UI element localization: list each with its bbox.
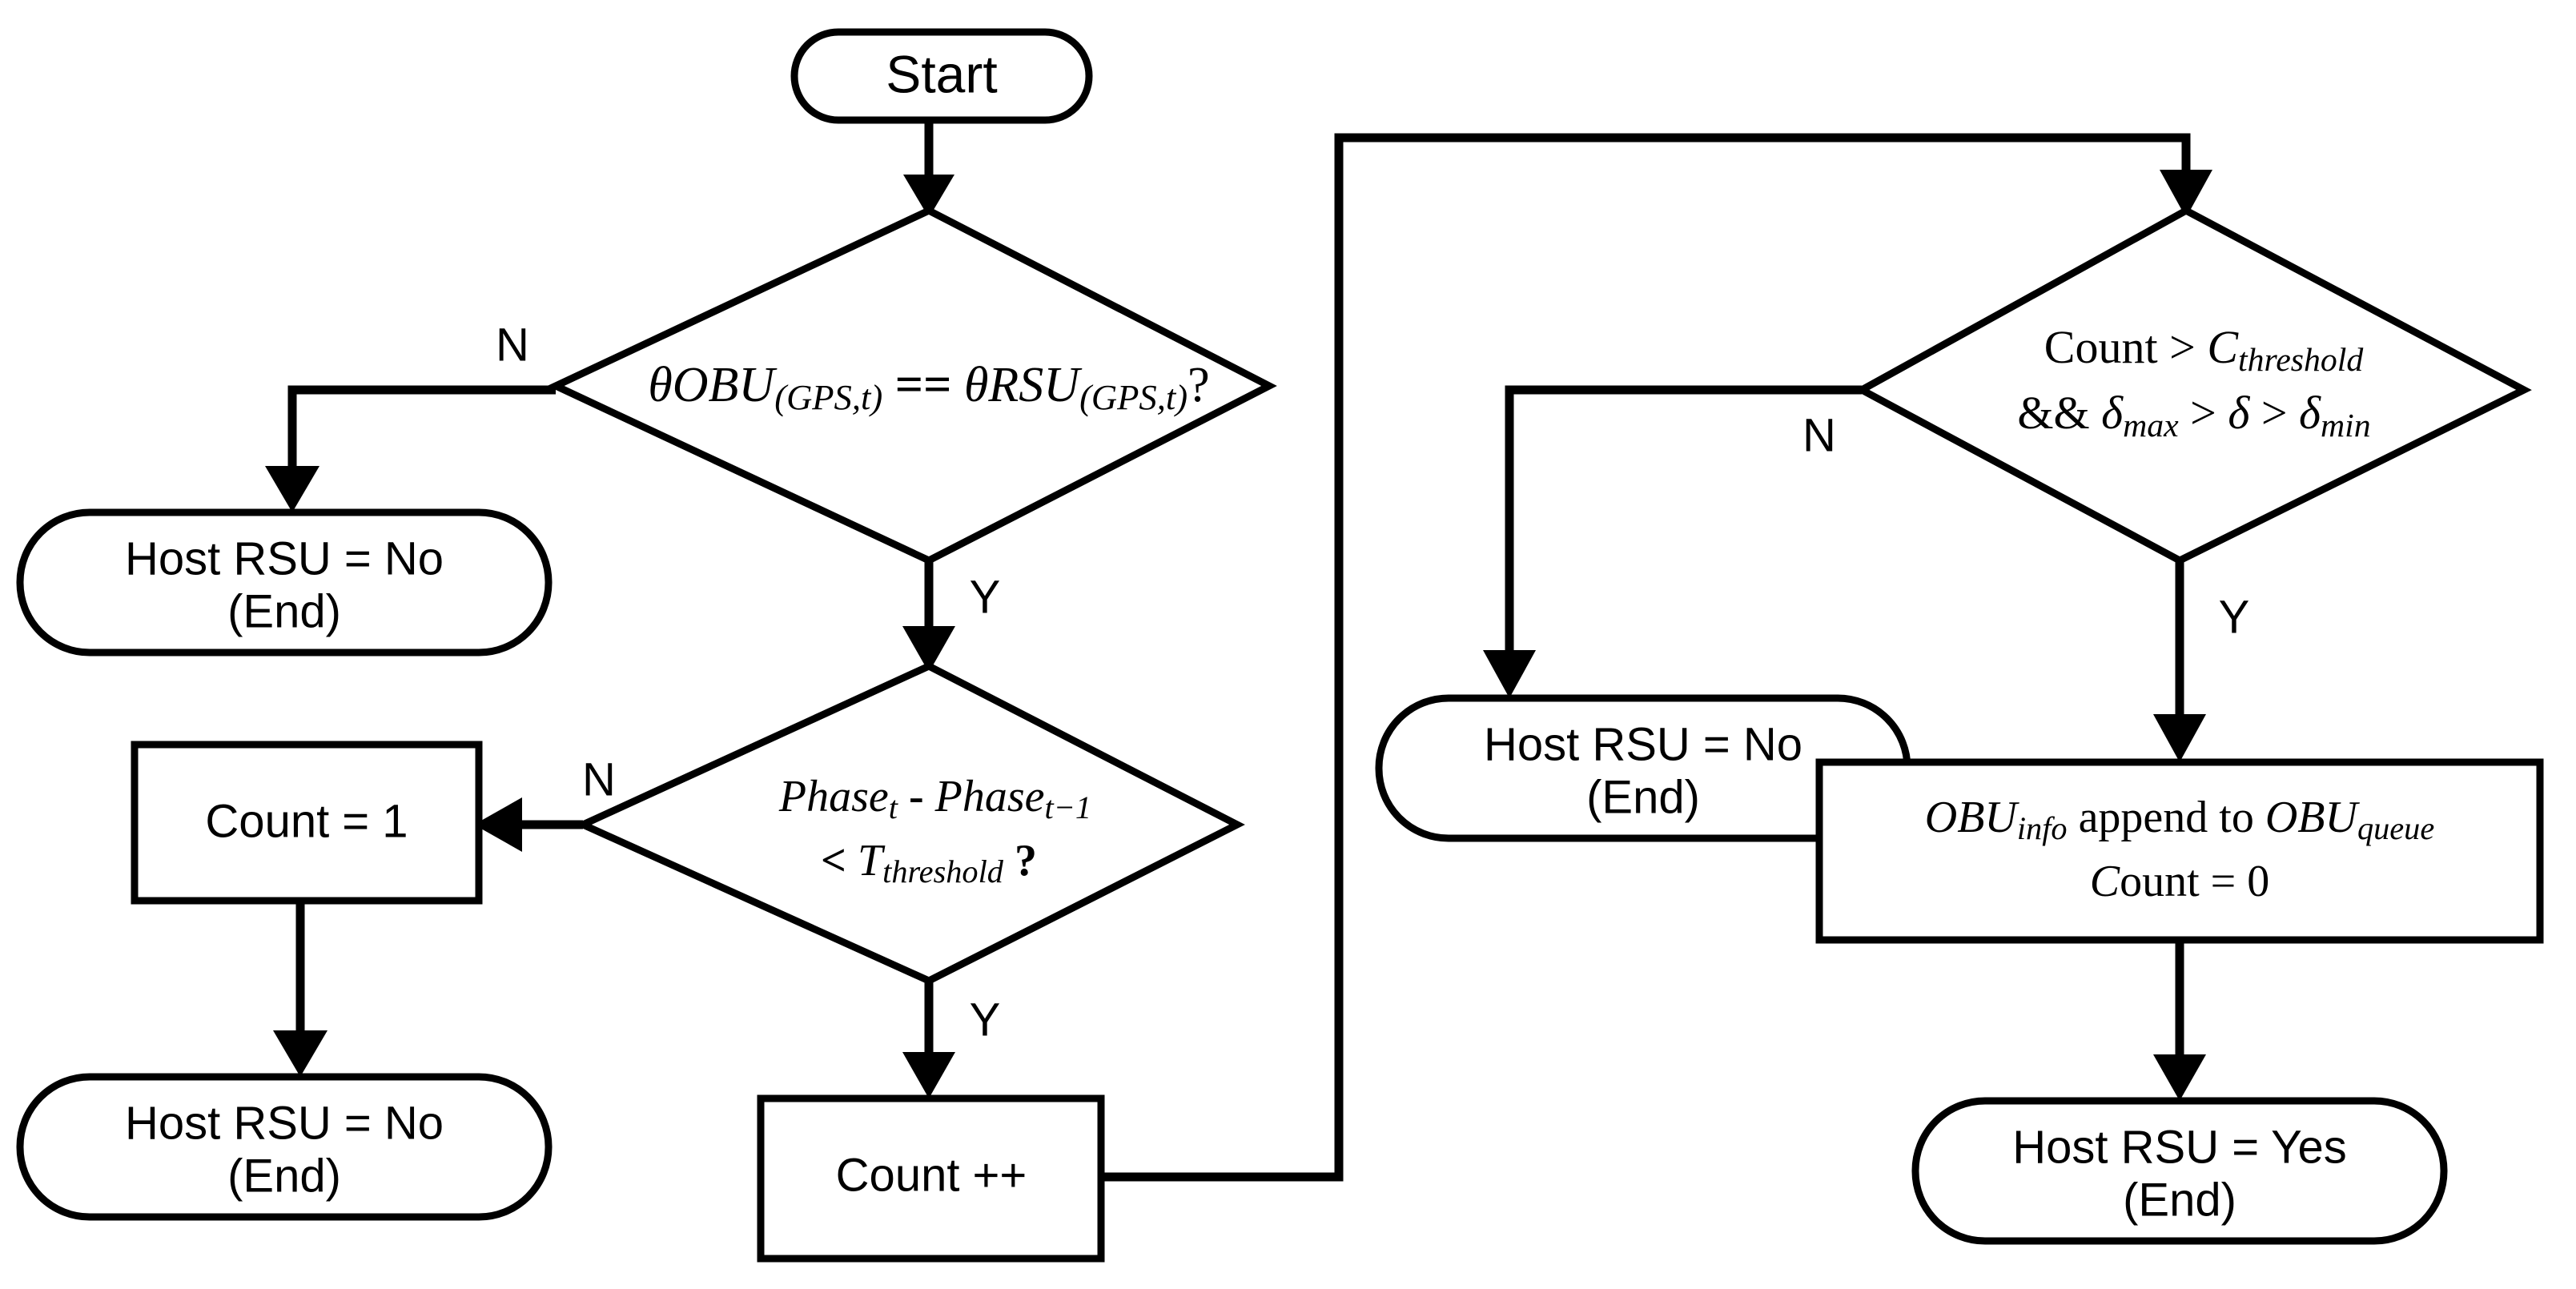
node-host-rsu-yes[interactable]: Host RSU = Yes (End) [1911,1097,2448,1245]
node-decision-theta[interactable]: θOBU(GPS,t) == θRSU(GPS,t)? [547,206,1277,565]
count-line2-op2: > [2249,387,2287,439]
arrowhead-obu-to-yes [2153,1054,2206,1101]
decision-theta-text: θOBU(GPS,t) == θRSU(GPS,t)? [648,358,1209,417]
arrowhead-phase-yes [902,1052,955,1098]
host-rsu-yes-line1: Host RSU = Yes [2012,1121,2347,1173]
phase-line2-op: < [821,836,846,885]
arrowhead-start-to-theta [903,175,954,218]
phase-line2-suffix: ? [1003,836,1037,885]
count-line2-c-sub: min [2321,408,2371,444]
obu-line1-a-sub: info [2017,810,2068,846]
phase-line2-a-sub: threshold [882,853,1004,889]
obu-line1-a: OBU [1925,793,2020,842]
obu-append-line1: OBUinfo append to OBUqueue [1925,793,2434,846]
count-line2-b: δ [2216,387,2251,439]
count-line2-a-sub: max [2123,408,2179,444]
decision-count-shape [1854,206,2532,565]
node-count-inc[interactable]: Count ++ [757,1094,1105,1263]
node-decision-count[interactable]: Count > Cthreshold && δmax > δ > δmin [1854,206,2532,565]
start-shape [790,28,1093,124]
phase-line1-b-sub: t−1 [1045,789,1092,825]
arrowhead-theta-no [265,466,319,512]
arrowhead-count-no [1483,650,1536,698]
count-line2-op1: > [2179,387,2216,439]
theta-part-b: θRSU [951,358,1083,412]
count-line2-a: δ [2090,387,2124,439]
obu-line2-rest: ount = 0 [2120,857,2269,906]
decision-phase-shape [574,661,1245,985]
host-rsu-no-2-line2: (End) [227,1150,341,1202]
branch-label-phase-yes: Y [970,994,1001,1046]
decision-phase-line1: Phaset - Phaset−1 [778,772,1091,825]
host-rsu-yes-line2: (End) [2123,1174,2236,1226]
decision-theta-shape [547,206,1277,565]
host-rsu-no-1-shape [16,508,553,657]
obu-append-line2: Count = 0 [2090,857,2270,906]
count-eq-1-shape [131,741,483,905]
host-rsu-yes-shape [1911,1097,2448,1245]
theta-part-a-sub: (GPS,t) [774,377,882,417]
branch-label-theta-no: N [496,319,529,371]
arrowhead-theta-yes [902,626,955,673]
host-rsu-no-2-line1: Host RSU = No [125,1097,444,1149]
branch-label-count-yes: Y [2219,591,2250,643]
count-line2-c: δ [2288,387,2322,439]
phase-line1-op: - [898,772,924,821]
decision-phase-line2: < Tthreshold ? [821,836,1037,889]
obu-line1-b-sub: queue [2357,810,2434,846]
node-host-rsu-no-1[interactable]: Host RSU = No (End) [16,508,553,657]
host-rsu-no-1-line2: (End) [227,585,341,637]
node-host-rsu-no-3[interactable]: Host RSU = No (End) [1375,694,1911,842]
count-inc-label: Count ++ [836,1149,1027,1201]
theta-suffix: ? [1188,358,1210,412]
count-inc-shape [757,1094,1105,1263]
count-line1-a: Count [2044,321,2158,373]
host-rsu-no-3-line1: Host RSU = No [1484,718,1802,770]
edge-countinc-to-decision-count [1101,133,2191,1182]
theta-part-b-sub: (GPS,t) [1079,377,1188,417]
theta-part-a: θOBU [648,358,778,412]
start-label: Start [886,44,997,103]
obu-append-shape [1815,758,2544,944]
count-line1-op: > [2158,321,2196,373]
obu-line1-b: OBU [2254,793,2361,842]
arrowhead-to-decision-count [2160,170,2212,218]
phase-line1-a: Phase [778,772,889,821]
node-obu-append[interactable]: OBUinfo append to OBUqueue Count = 0 [1815,758,2544,944]
arrowhead-count1-to-end [273,1030,328,1077]
node-host-rsu-no-2[interactable]: Host RSU = No (End) [16,1073,553,1221]
branch-label-phase-no: N [582,753,616,805]
arrowhead-phase-no [474,797,522,852]
edges-layer [265,120,2212,1182]
host-rsu-no-2-shape [16,1073,553,1221]
branch-label-theta-yes: Y [970,571,1001,623]
count-line2-and: && [2017,387,2089,439]
phase-line1-b: Phase [924,772,1045,821]
count-eq-1-label: Count = 1 [205,795,408,847]
obu-line2-a: C [2090,857,2120,906]
branch-label-count-no: N [1802,409,1836,461]
host-rsu-no-1-line1: Host RSU = No [125,532,444,584]
node-start[interactable]: Start [790,28,1093,124]
count-line1-b: C [2196,321,2240,373]
phase-line2-a: T [846,836,886,885]
node-decision-phase[interactable]: Phaset - Phaset−1 < Tthreshold ? [574,661,1245,985]
edge-theta-no [287,385,556,468]
decision-count-line1: Count > Cthreshold [2044,321,2364,378]
edge-count-no [1505,385,1862,653]
phase-line1-a-sub: t [889,789,898,825]
theta-operator: == [882,358,951,412]
decision-count-line2: && δmax > δ > δmin [2017,387,2370,444]
count-line1-b-sub: threshold [2238,342,2363,379]
obu-line1-mid: append to [2068,793,2254,842]
arrowhead-count-yes [2153,714,2206,762]
host-rsu-no-3-line2: (End) [1586,771,1700,823]
node-count-eq-1[interactable]: Count = 1 [131,741,483,905]
